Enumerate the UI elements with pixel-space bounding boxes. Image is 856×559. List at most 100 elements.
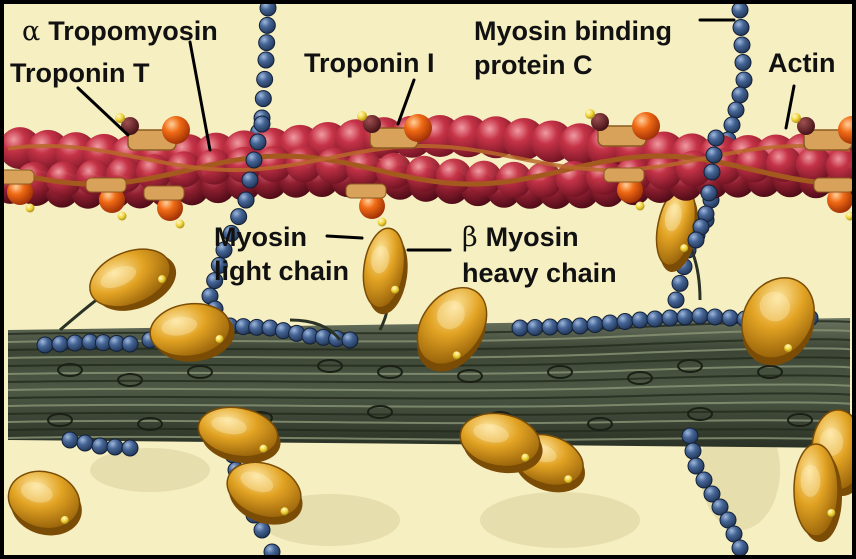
- myosin-head-face: [197, 406, 279, 458]
- troponin-i-bead: [404, 114, 432, 142]
- myosin-light-chain-bead: [703, 163, 721, 181]
- myosin-light-chain-bead: [237, 191, 255, 209]
- myosin-head-bottom-right: [793, 443, 842, 542]
- actin-monomer: [46, 161, 82, 198]
- myosin-light-chain-bead: [711, 498, 729, 516]
- myosin-head-face: [416, 286, 488, 366]
- myosin-light-chain-bead: [61, 431, 79, 449]
- myosin-light-chain-bead: [222, 224, 240, 242]
- myosin-light-chain-bead: [51, 335, 69, 353]
- troponin-tip: [791, 113, 801, 123]
- myosin-light-chain-bead: [646, 310, 664, 328]
- alpha-symbol: α: [22, 16, 40, 47]
- myosin-light-chain-bead: [258, 16, 276, 34]
- troponin-i-bead: [838, 116, 856, 144]
- myosin-light-chain-label-line1: Myosin: [214, 222, 307, 252]
- myosin-head-tip: [391, 285, 400, 294]
- myosin-light-chain-bead: [253, 521, 271, 539]
- myosin-light-chain-bead: [341, 331, 359, 349]
- myosin-light-chain-bead: [732, 19, 750, 36]
- myosin-light-chain-bead: [735, 71, 753, 89]
- thick-filament-strand: [7, 401, 851, 408]
- myosin-head-highlight: [100, 266, 137, 289]
- thick-filament-loop: [187, 365, 213, 379]
- troponin-tip: [585, 109, 595, 119]
- troponin-i-label: Troponin I: [304, 48, 434, 78]
- myosin-light-chain-bead: [230, 208, 248, 226]
- myosin-head-tip: [827, 509, 836, 517]
- actin-monomer: [826, 148, 856, 185]
- myosin-light-chain-bead: [121, 335, 139, 353]
- myosin-head-face: [793, 443, 839, 537]
- myosin-head-center-right: [416, 286, 488, 372]
- soft-shadow: [90, 448, 210, 492]
- myosin-head-upper-right: [655, 185, 699, 273]
- myosin-light-chain-bead: [667, 291, 685, 309]
- myosin-head-face: [459, 412, 541, 468]
- troponin-i-bead: [632, 112, 660, 140]
- myosin-light-chain-bead: [731, 539, 749, 557]
- myosin-head-highlight: [371, 245, 390, 274]
- myosin-head-highlight: [664, 203, 682, 232]
- thick-filament-strand: [7, 374, 851, 384]
- myosin-light-chain-leader: [325, 234, 364, 240]
- myosin-head-tip: [521, 453, 530, 462]
- myosin-head-highlight: [800, 464, 821, 497]
- thick-filament-loop: [627, 371, 653, 385]
- myosin-light-chain-bead: [695, 471, 713, 489]
- myosin-light-chain-bead: [586, 316, 604, 333]
- troponin-i-bead: [162, 116, 190, 144]
- myosin-head-highlight: [436, 300, 465, 330]
- myosin-light-chain-bead: [206, 272, 224, 290]
- thick-filament-loop: [117, 373, 143, 387]
- myosin-heavy-chain-label-line2: heavy chain: [462, 258, 617, 288]
- troponin-tip: [357, 111, 367, 121]
- myosin-light-chain-bead: [707, 129, 725, 147]
- myosin-light-chain-bead: [616, 313, 634, 330]
- troponin-t-block-lower: [345, 183, 387, 199]
- myosin-light-chain-bead: [687, 231, 705, 249]
- thick-filament-strand: [7, 410, 851, 416]
- thick-filament-loop: [317, 359, 343, 373]
- thick-filament-loop: [677, 359, 703, 373]
- thick-filament-strand: [7, 347, 851, 359]
- myosin-light-chain-bead: [526, 319, 544, 336]
- thick-filament-loop: [687, 407, 713, 421]
- troponin-tip: [25, 203, 35, 213]
- myosin-light-chain-bead: [676, 308, 694, 326]
- myosin-heads-front: [7, 227, 842, 542]
- blue-strand-lower-far-left: [61, 431, 139, 457]
- thick-filament-strand: [7, 356, 851, 367]
- myosin-head-lower-left-2: [226, 461, 303, 525]
- thick-filament-loop: [457, 369, 483, 383]
- myosin-light-chain-bead: [253, 115, 271, 133]
- troponin-c-bead: [591, 113, 609, 131]
- troponin-tip: [117, 211, 127, 221]
- myosin-light-chain-bead: [556, 318, 574, 335]
- myosin-head-tip: [259, 444, 268, 453]
- troponin-tip: [175, 219, 185, 229]
- myosin-light-chain-bead: [76, 434, 94, 452]
- myosin-head-lower-mid: [459, 412, 543, 474]
- troponin-i-bead-lower: [99, 187, 125, 213]
- myosin-light-chain-bead: [249, 133, 267, 151]
- troponin-c-bead: [797, 117, 815, 135]
- troponin-i-bead-lower: [7, 179, 33, 205]
- myosin-head-tip: [280, 507, 289, 516]
- myosin-light-chain-bead: [706, 308, 724, 326]
- troponin-c-bead: [363, 115, 381, 133]
- myosin-head-tip: [60, 516, 69, 525]
- troponin-tip: [635, 201, 645, 211]
- myosin-light-chain-bead: [511, 319, 529, 337]
- myosin-light-chain-bead: [731, 1, 749, 19]
- myosin-light-chain-bead: [731, 86, 749, 104]
- troponin-t-block-lower: [0, 169, 35, 185]
- myosin-head-face: [89, 248, 171, 308]
- myosin-neck: [289, 318, 342, 341]
- myosin-light-chain-bead: [241, 171, 259, 189]
- thick-filament-loop: [587, 417, 613, 431]
- myosin-head-tip: [215, 334, 224, 343]
- myosin-light-chain-bead: [106, 438, 124, 456]
- myosin-light-chain-bead: [681, 427, 699, 445]
- myosin-head-lower-left: [197, 406, 281, 464]
